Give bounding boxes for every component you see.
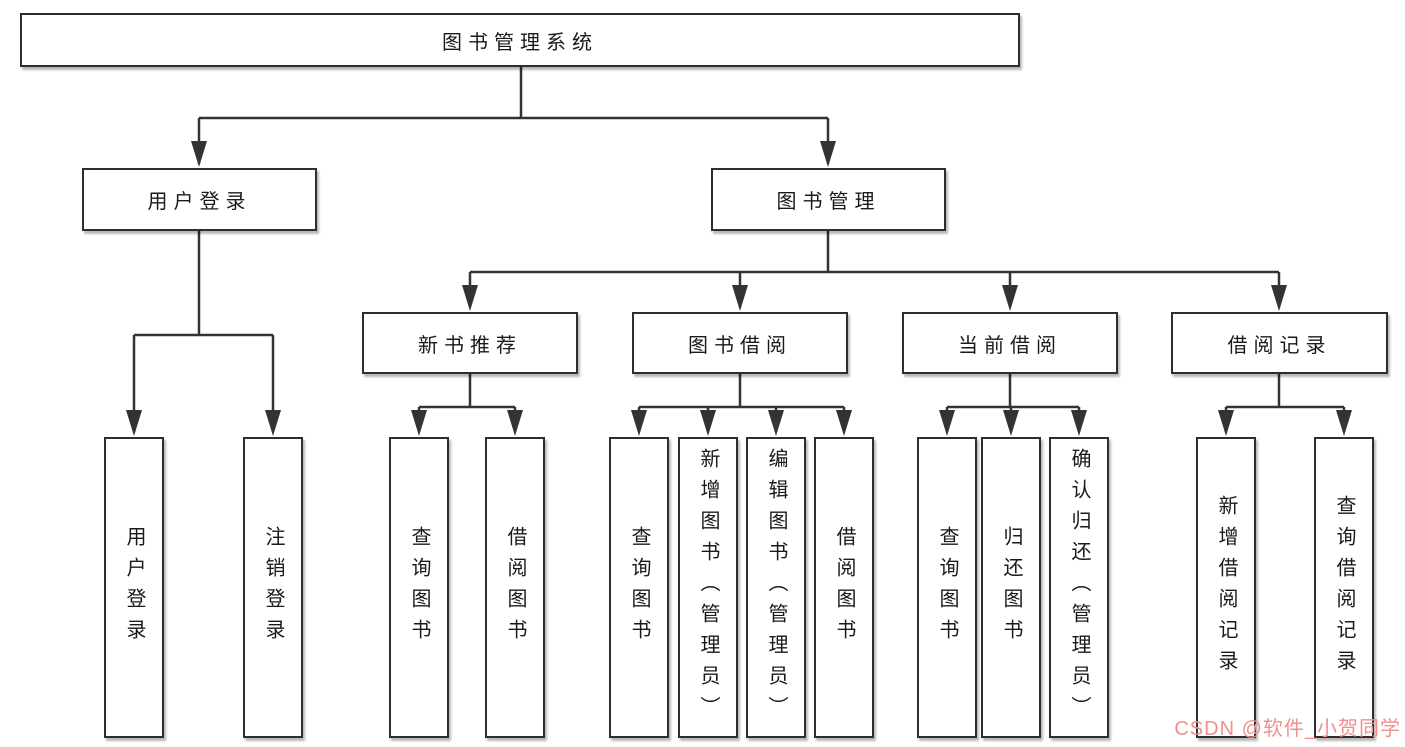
edge-user-login-children	[132, 231, 275, 432]
node-book-borrowing: 图书借阅	[632, 312, 848, 374]
node-library-management-system: 图书管理系统	[20, 13, 1020, 67]
node-borrowing-records: 借阅记录	[1171, 312, 1388, 374]
node-label: 图书管理	[776, 191, 881, 213]
edge-borrow-record-children	[1224, 374, 1346, 432]
node-label: 编辑图书（管理员）	[765, 448, 787, 727]
edge-new-book-children	[417, 374, 517, 432]
leaf-return-book: 归还图书	[981, 437, 1041, 738]
edge-lines	[132, 67, 1346, 432]
node-new-book-recommend: 新书推荐	[362, 312, 578, 374]
node-label: 借阅图书	[833, 525, 855, 650]
arrowhead	[939, 410, 955, 436]
leaf-user-login: 用户登录	[104, 437, 164, 738]
arrowhead	[191, 141, 207, 167]
leaf-edit-book-admin: 编辑图书（管理员）	[746, 437, 806, 738]
arrowhead	[836, 410, 852, 436]
node-label: 用户登录	[123, 525, 145, 650]
node-current-borrowing: 当前借阅	[902, 312, 1118, 374]
arrowhead	[265, 410, 281, 436]
arrowhead	[732, 285, 748, 311]
arrowhead	[820, 141, 836, 167]
edge-root-to-level2	[197, 67, 830, 164]
leaf-query-book-borrowing: 查询图书	[609, 437, 669, 738]
node-label: 新书推荐	[418, 334, 522, 357]
node-label: 借阅图书	[504, 525, 526, 650]
leaf-logout: 注销登录	[243, 437, 303, 738]
arrowhead	[700, 410, 716, 436]
leaf-query-book-recommend: 查询图书	[389, 437, 449, 738]
node-label: 图书管理系统	[442, 31, 598, 54]
leaf-add-borrow-record: 新增借阅记录	[1196, 437, 1256, 738]
arrowhead	[1336, 410, 1352, 436]
node-label: 查询借阅记录	[1333, 494, 1355, 681]
arrowhead	[411, 410, 427, 436]
arrowhead	[1218, 410, 1234, 436]
arrowhead	[1071, 410, 1087, 436]
arrowhead	[126, 410, 142, 436]
leaf-borrow-book-recommend: 借阅图书	[485, 437, 545, 738]
node-book-management: 图书管理	[711, 168, 946, 231]
arrowhead	[507, 410, 523, 436]
node-label: 图书借阅	[688, 334, 792, 357]
node-label: 查询图书	[408, 525, 430, 650]
node-label: 用户登录	[147, 191, 252, 213]
arrowhead	[631, 410, 647, 436]
leaf-confirm-return-admin: 确认归还（管理员）	[1049, 437, 1109, 738]
arrowhead	[1002, 285, 1018, 311]
node-label: 确认归还（管理员）	[1068, 448, 1090, 727]
node-label: 查询图书	[628, 525, 650, 650]
edge-book-mgmt-children	[468, 231, 1281, 307]
leaf-borrow-book-borrowing: 借阅图书	[814, 437, 874, 738]
arrowhead	[768, 410, 784, 436]
watermark: CSDN @软件_小贺同学	[1174, 718, 1401, 740]
leaf-query-book-current: 查询图书	[917, 437, 977, 738]
node-user-login: 用户登录	[82, 168, 317, 231]
edge-book-borrow-children	[637, 374, 846, 432]
arrowheads	[126, 141, 1352, 436]
node-label: 注销登录	[262, 525, 284, 650]
arrowhead	[462, 285, 478, 311]
leaf-add-book-admin: 新增图书（管理员）	[678, 437, 738, 738]
node-label: 查询图书	[936, 525, 958, 650]
leaf-query-borrow-record: 查询借阅记录	[1314, 437, 1374, 738]
arrowhead	[1271, 285, 1287, 311]
node-label: 新增图书（管理员）	[697, 448, 719, 727]
node-label: 当前借阅	[958, 334, 1062, 357]
node-label: 新增借阅记录	[1215, 494, 1237, 681]
arrowhead	[1003, 410, 1019, 436]
node-label: 归还图书	[1000, 525, 1022, 650]
node-label: 借阅记录	[1227, 334, 1332, 357]
